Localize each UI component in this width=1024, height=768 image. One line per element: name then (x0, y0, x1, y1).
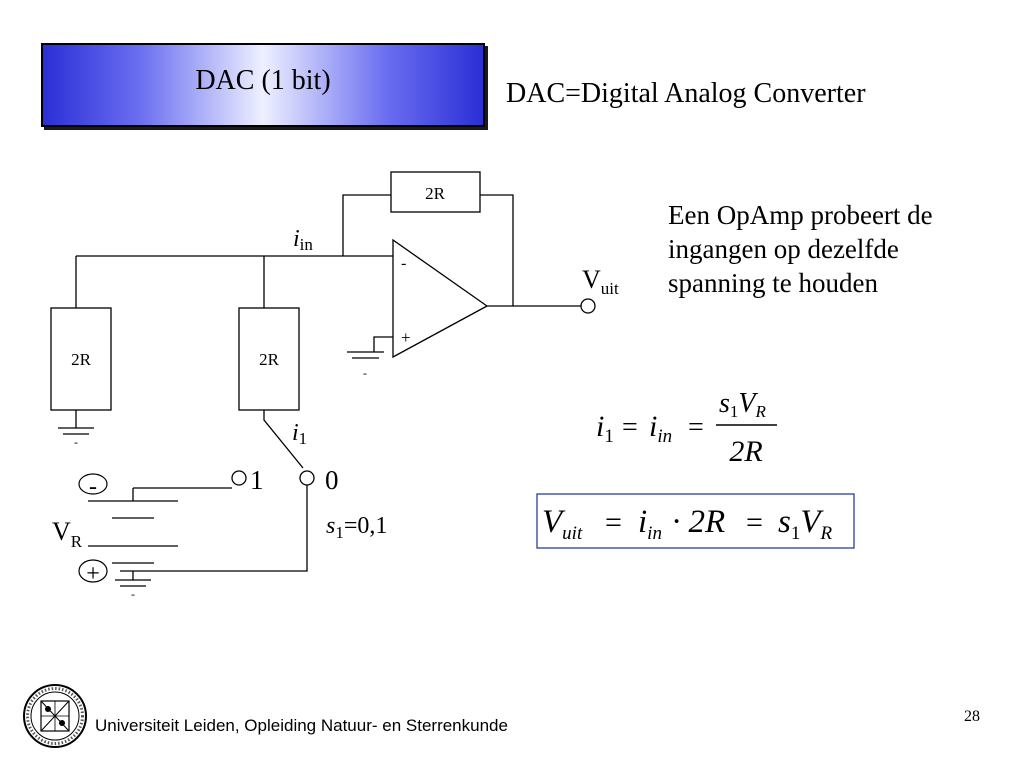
eq2-mult: · 2R (672, 504, 725, 540)
current-1-label: i1 (292, 420, 307, 448)
feedback-wire-left (342, 194, 391, 256)
current-in-label: iin (293, 226, 313, 254)
switch-state-label: s1=0,1 (326, 513, 387, 542)
left-resistor (50, 307, 112, 411)
ground-mark: - (131, 587, 135, 601)
explanation-text: Een OpAmp probeert de ingangen op dezelf… (668, 198, 1018, 300)
explanation-line: ingangen op dezelfde (668, 234, 899, 264)
output-terminal (580, 298, 596, 314)
feedback-resistor (390, 171, 481, 213)
page-number: 28 (964, 708, 980, 725)
eq1-equals-1: = (622, 412, 638, 443)
feedback-wire-right (480, 194, 514, 306)
ground-icon (115, 579, 151, 587)
explanation-line: Een OpAmp probeert de (668, 200, 933, 230)
university-seal-logo (23, 684, 87, 748)
eq2-vuit: Vuit (542, 504, 583, 544)
middle-resistor-label: 2R (259, 350, 280, 369)
ref-minus-terminal (78, 473, 108, 495)
switch-arm (263, 410, 304, 469)
equation-2-box (536, 493, 855, 549)
ref-voltage-label: VR (52, 517, 83, 551)
eq1-lhs: i1 (596, 410, 614, 447)
footer-institution: Universiteit Leiden, Opleiding Natuur- e… (95, 716, 508, 735)
ground-icon (58, 427, 94, 435)
eq1-equals-2: = (688, 412, 704, 443)
ground-mark: - (363, 366, 367, 380)
explanation-line: spanning te houden (668, 268, 878, 298)
battery-icon (88, 500, 178, 564)
ref-minus-label: - (89, 474, 97, 500)
ground-mark: - (74, 435, 78, 449)
eq1-denominator: 2R (729, 435, 762, 468)
opamp-plus-label: + (401, 328, 411, 347)
slide-title: DAC (1 bit) (195, 65, 331, 96)
equation-1: i1 = iin = s1VR 2R (596, 388, 777, 468)
eq2-equals-2: = (746, 506, 763, 539)
ref-plus-label: + (86, 561, 100, 587)
switch-contact-1 (231, 470, 247, 486)
eq1-numerator: s1VR (719, 388, 767, 421)
opamp-triangle (392, 238, 489, 359)
left-resistor-label: 2R (71, 350, 92, 369)
ref-plus-terminal (78, 559, 108, 583)
opamp-minus-label: - (401, 255, 406, 272)
slide-subtitle: DAC=Digital Analog Converter (506, 78, 866, 109)
equation-2: Vuit = iin · 2R = s1VR (542, 504, 833, 544)
switch-contact-0 (299, 470, 315, 486)
middle-resistor (238, 307, 300, 411)
plus-input-wire (373, 336, 393, 352)
output-voltage-label: Vuit (582, 265, 619, 298)
eq2-equals-1: = (605, 506, 622, 539)
eq2-rhs: s1VR (778, 504, 833, 544)
ground-icon (347, 351, 384, 359)
title-box: DAC (1 bit) (41, 43, 485, 127)
contact0-wire (120, 485, 308, 572)
switch-pos-1-label: 1 (250, 465, 264, 495)
eq2-iin: iin (638, 504, 662, 544)
eq1-mid: iin (649, 410, 672, 447)
feedback-resistor-label: 2R (425, 184, 446, 203)
switch-pos-0-label: 0 (325, 465, 339, 495)
